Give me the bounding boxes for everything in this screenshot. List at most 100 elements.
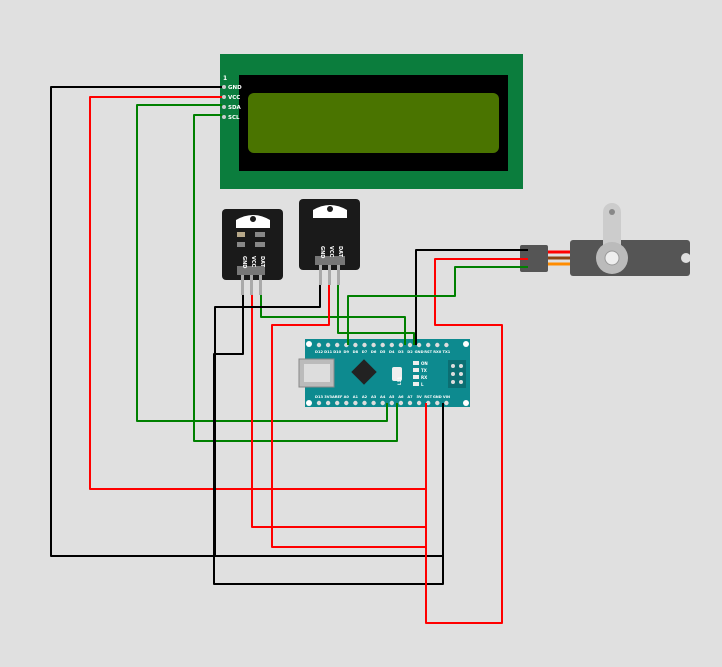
nano-pin-label: A1 xyxy=(353,395,359,399)
nano-pin-rst[interactable] xyxy=(426,342,431,348)
nano-pin-label: D6 xyxy=(371,350,377,354)
nano-pin-label: GND xyxy=(415,350,424,354)
nano-pin-d7[interactable] xyxy=(362,342,367,348)
icsp-pin xyxy=(451,372,455,376)
nano-pin-d11[interactable] xyxy=(325,342,331,348)
sensor_right-pin-label: DAT xyxy=(337,246,343,258)
wire-left-gnd[interactable] xyxy=(213,295,444,585)
servo-body xyxy=(570,240,690,276)
nano-pin-d8[interactable] xyxy=(353,342,358,348)
icsp-pin xyxy=(459,364,463,368)
sensor_left-pin-vcc[interactable] xyxy=(250,275,253,295)
nano-pin-a7-bottom[interactable] xyxy=(407,400,413,406)
sensor_left-pin-gnd[interactable] xyxy=(241,275,244,295)
nano-pin-label: A0 xyxy=(344,395,350,399)
sensor-left-header xyxy=(237,266,265,275)
nano-pin-d2[interactable] xyxy=(407,342,413,348)
nano-pin-label: D8 xyxy=(353,350,359,354)
nano-pin-a5-bottom[interactable] xyxy=(389,400,394,406)
lcd-pin-sda[interactable] xyxy=(222,105,226,109)
sensor_right-pin-label: GND xyxy=(319,246,325,258)
sensor_left-pin-label: VCC xyxy=(250,256,256,268)
sensor_right-pin-vcc[interactable] xyxy=(328,265,331,285)
sensor-left-lens xyxy=(250,216,256,222)
wire-lcd-scl[interactable] xyxy=(193,114,398,442)
nano-pin-a3-bottom[interactable] xyxy=(371,400,376,406)
nano-pin-tx1[interactable] xyxy=(444,342,449,348)
nano-led-label: ON xyxy=(421,361,428,366)
nano-pin-label: D13 xyxy=(315,395,323,399)
wire-servo-gnd[interactable] xyxy=(415,249,528,345)
nano-pin-label: A6 xyxy=(398,395,404,399)
nano-pin-5v-bottom[interactable] xyxy=(416,400,422,406)
nano-led xyxy=(413,368,419,372)
sensor_left-pin-dat[interactable] xyxy=(259,275,262,295)
nano-pin-d6[interactable] xyxy=(371,342,376,348)
wire-right-dat[interactable] xyxy=(337,285,415,345)
servo-mount-hole xyxy=(681,253,691,263)
sensor_left-pin-label: GND xyxy=(241,256,247,268)
wire-servo-sig[interactable] xyxy=(347,266,528,345)
nano-pin-gnd-bottom[interactable] xyxy=(435,400,440,406)
sensor_right-pin-gnd[interactable] xyxy=(319,265,322,285)
nano-pin-3v3-bottom[interactable] xyxy=(325,400,331,406)
nano-pin-label: A4 xyxy=(380,395,386,399)
nano-pin-d4[interactable] xyxy=(389,342,394,348)
wire-lcd-sda[interactable] xyxy=(136,104,388,422)
nano-pin-aref-bottom[interactable] xyxy=(335,400,340,406)
servo-horn-hole xyxy=(609,209,615,215)
lcd-pin-gnd[interactable] xyxy=(222,85,226,89)
usb-port-inner xyxy=(304,364,330,382)
wire-servo-vcc[interactable] xyxy=(425,258,528,624)
icsp-pin xyxy=(451,380,455,384)
lcd-pin-label: SDA xyxy=(228,105,242,111)
icsp-header xyxy=(448,360,466,388)
sensor-left-smd xyxy=(237,232,245,237)
nano-pin-d5[interactable] xyxy=(380,342,385,348)
nano-pin-rx0[interactable] xyxy=(435,342,440,348)
nano-pin-d10[interactable] xyxy=(335,342,340,348)
servo-connector xyxy=(520,245,548,272)
nano-pin-a4-bottom[interactable] xyxy=(380,400,385,406)
nano-pin-vin-bottom[interactable] xyxy=(444,400,449,406)
lcd-pin-scl[interactable] xyxy=(222,115,226,119)
sensor-right-header xyxy=(315,256,345,265)
nano-pin-label: A2 xyxy=(362,395,368,399)
lcd-screen xyxy=(248,93,499,153)
nano-pin-label: D12 xyxy=(315,350,323,354)
lcd-pin-label: VCC xyxy=(228,95,240,101)
nano-chip-text: L11 xyxy=(397,377,402,385)
wire-left-dat[interactable] xyxy=(260,295,406,345)
sensor-left-smd xyxy=(255,242,265,247)
nano-mount-hole xyxy=(306,400,312,406)
nano-mount-hole xyxy=(306,341,312,347)
nano-pin-a1-bottom[interactable] xyxy=(353,400,358,406)
sensor_right-pin-dat[interactable] xyxy=(337,265,340,285)
nano-pin-label: D4 xyxy=(389,350,395,354)
sensor_right-pin-label: VCC xyxy=(328,246,334,258)
nano-pin-d3[interactable] xyxy=(398,342,404,348)
nano-pin-label: VIN xyxy=(443,395,450,399)
nano-pin-d12[interactable] xyxy=(316,342,322,348)
nano-led-label: TX xyxy=(421,368,427,373)
nano-pin-a2-bottom[interactable] xyxy=(362,400,367,406)
nano-pin-gnd[interactable] xyxy=(416,342,422,348)
nano-pin-d13-bottom[interactable] xyxy=(316,400,322,406)
nano-mount-hole xyxy=(463,341,469,347)
nano-pin-label: RX0 xyxy=(433,350,442,354)
icsp-pin xyxy=(459,380,463,384)
nano-pin-rst-bottom[interactable] xyxy=(426,400,431,406)
nano-reset-button[interactable] xyxy=(392,367,402,381)
sensor-left-smd xyxy=(237,242,245,247)
servo-motor[interactable] xyxy=(520,203,691,276)
lcd-pin-vcc[interactable] xyxy=(222,95,226,99)
wire-right-gnd[interactable] xyxy=(214,285,321,556)
nano-pin-a0-bottom[interactable] xyxy=(344,400,349,406)
nano-pin-a6-bottom[interactable] xyxy=(398,400,404,406)
nano-pin-label: 5V xyxy=(416,395,422,399)
